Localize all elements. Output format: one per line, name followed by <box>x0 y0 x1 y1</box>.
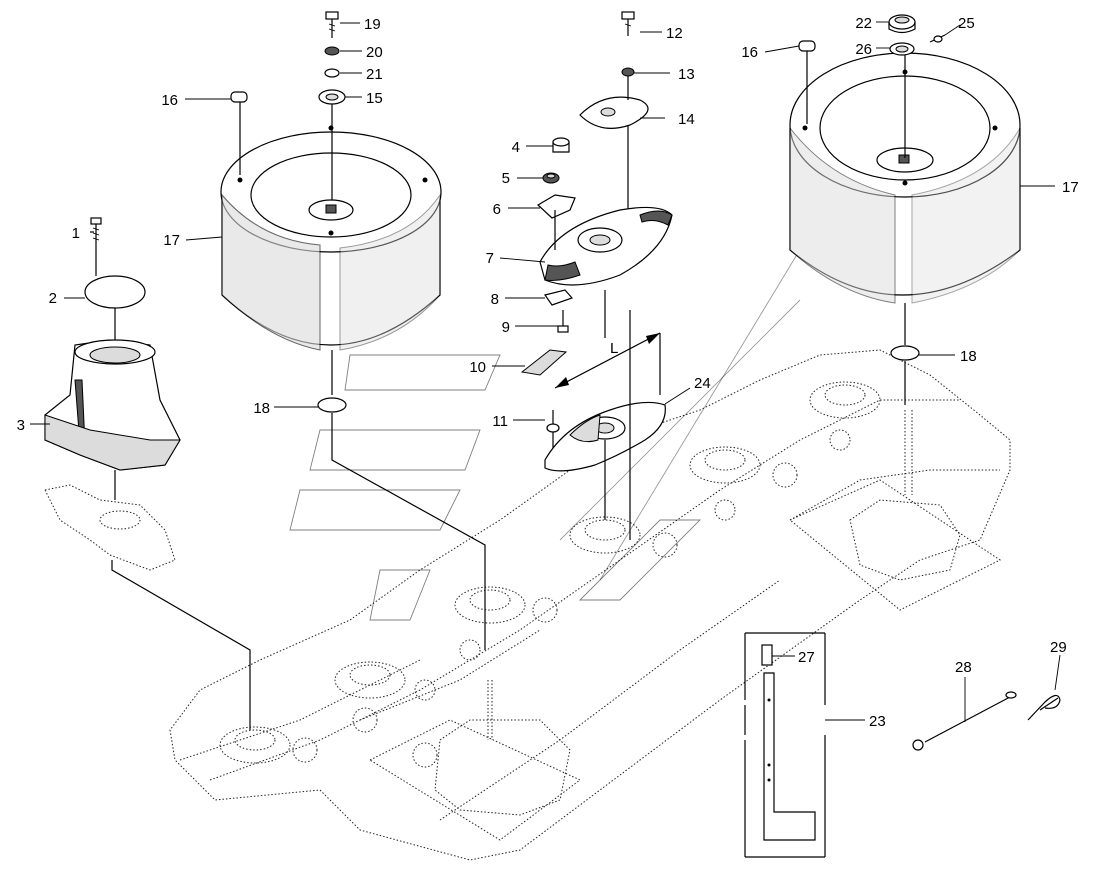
disc-seat-2 <box>334 661 406 699</box>
callout-6: 6 <box>493 201 501 218</box>
bolt-small <box>557 310 569 333</box>
bolt <box>90 217 102 246</box>
callout-labels: 1 2 3 4 5 6 7 8 9 10 11 12 13 14 15 16 1… <box>17 15 1079 730</box>
callout-29: 29 <box>1050 639 1067 656</box>
cone-housing <box>44 339 181 471</box>
disc-seat-3 <box>454 586 526 624</box>
tool-kit-box <box>744 632 826 858</box>
nut <box>552 137 570 153</box>
callout-17b: 17 <box>1062 179 1079 196</box>
mounting-plate <box>44 484 176 571</box>
bolt-stack-left <box>318 11 346 105</box>
callout-27: 27 <box>798 649 815 666</box>
callout-24: 24 <box>694 375 711 392</box>
bolt-lower <box>546 410 560 433</box>
washer <box>542 172 560 184</box>
dimension-label: L <box>610 340 618 357</box>
cutter-disc-lower <box>544 401 666 472</box>
blade <box>520 349 568 376</box>
callout-5: 5 <box>502 170 510 187</box>
disc-seat-4 <box>569 516 641 554</box>
seal-ring <box>890 345 920 361</box>
wire-pin <box>912 691 1017 751</box>
callout-15: 15 <box>366 90 383 107</box>
gearbox-right <box>789 479 1001 611</box>
leader-lines <box>30 21 1061 722</box>
cap <box>230 91 248 103</box>
callout-13: 13 <box>678 66 695 83</box>
screw-small <box>929 34 946 43</box>
watermark-logo <box>289 199 831 621</box>
gasket <box>84 275 146 309</box>
callout-22: 22 <box>855 15 872 32</box>
clip-plate <box>544 289 574 306</box>
callout-28: 28 <box>955 659 972 676</box>
callout-19: 19 <box>364 16 381 33</box>
bushing-stack-right <box>888 14 916 56</box>
callout-16b: 16 <box>741 44 758 61</box>
seal-ring <box>317 397 347 413</box>
dimension-L: L <box>554 290 661 395</box>
callout-14: 14 <box>678 111 695 128</box>
callout-20: 20 <box>366 44 383 61</box>
callout-4: 4 <box>512 139 520 156</box>
callout-26: 26 <box>855 41 872 58</box>
disc-holder-top <box>579 96 649 129</box>
callout-2: 2 <box>49 290 57 307</box>
lynch-pin <box>1027 694 1061 721</box>
cap <box>798 40 816 52</box>
drum-left <box>220 125 442 351</box>
cutter-disc-upper <box>539 206 673 286</box>
cutter-bar-bed <box>169 199 1011 861</box>
callout-1: 1 <box>72 225 80 242</box>
callout-18a: 18 <box>253 400 270 417</box>
callout-18b: 18 <box>960 348 977 365</box>
disc-seat-5 <box>689 446 761 484</box>
callout-12: 12 <box>666 25 683 42</box>
callout-11: 11 <box>492 413 508 430</box>
gearbox-center <box>368 719 581 841</box>
callout-21: 21 <box>366 66 383 83</box>
bolt-stack-center <box>621 11 635 77</box>
callout-23: 23 <box>869 713 886 730</box>
callout-9: 9 <box>502 319 510 336</box>
callout-10: 10 <box>469 359 486 376</box>
disc-seat-6 <box>809 381 881 419</box>
callout-17a: 17 <box>163 232 180 249</box>
clip <box>537 194 576 219</box>
callout-3: 3 <box>17 417 25 434</box>
callout-7: 7 <box>486 250 494 267</box>
disc-seat-1 <box>219 726 291 764</box>
callout-8: 8 <box>491 291 499 308</box>
callout-25: 25 <box>958 15 975 32</box>
callout-16a: 16 <box>161 92 178 109</box>
